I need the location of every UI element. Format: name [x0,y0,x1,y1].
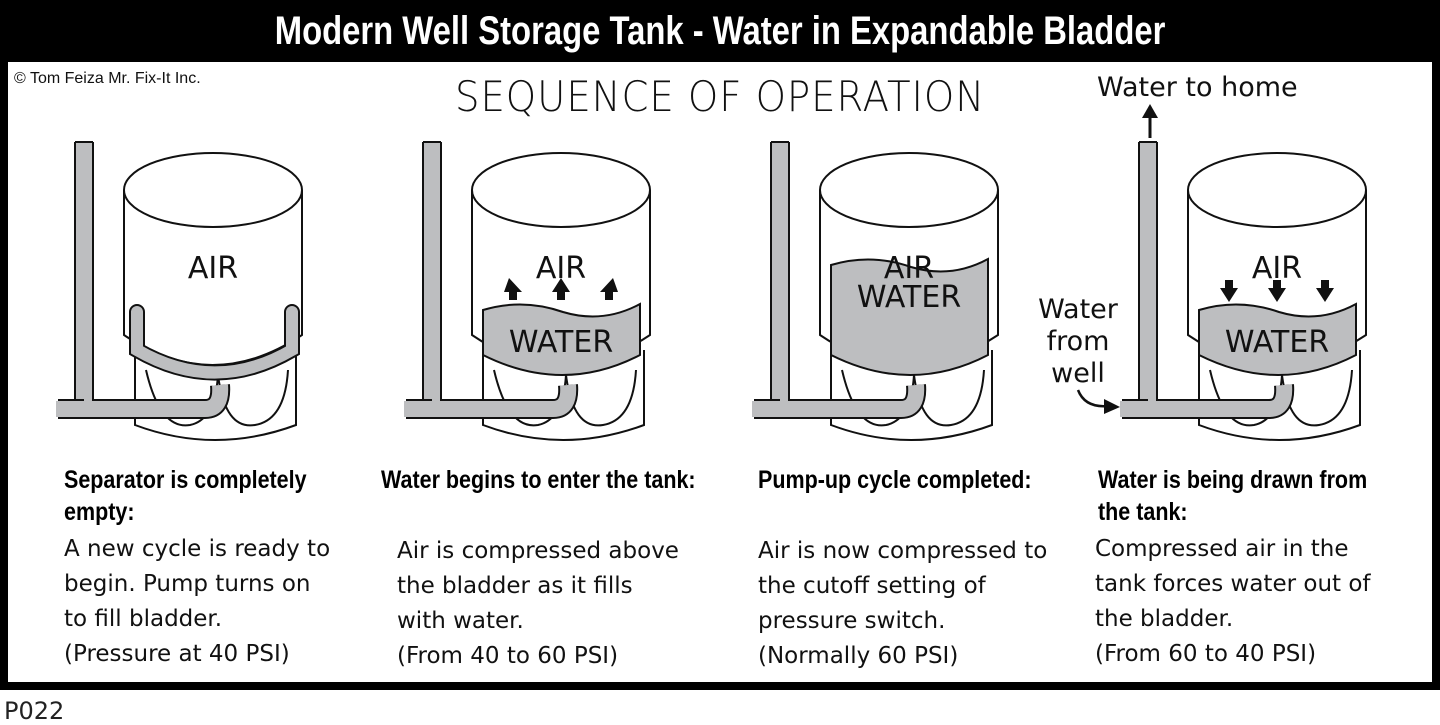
arrow-right-icon [1104,399,1120,414]
label-line: well [1051,358,1105,389]
arrow-up-icon [600,278,618,300]
label-line: from [1046,326,1110,357]
step-heading: Pump-up cycle completed: [758,466,1032,494]
air-label: AIR [188,251,238,286]
arrow-curve-icon [1076,389,1109,408]
diagram-frame [0,0,1440,690]
pipe [76,142,229,417]
title-bar: Modern Well Storage Tank - Water in Expa… [0,0,1440,62]
water-label: WATER [509,325,613,360]
pipe [772,142,925,417]
air-label: AIR [884,251,934,286]
water-from-well-label: Water from well [1038,294,1118,390]
arrow-down-icon [1220,280,1238,302]
label-line: Water [1038,294,1118,325]
water-bladder [1198,302,1357,376]
tank-1: AIR [56,141,303,441]
pipe-cap [423,141,441,143]
arrow-down-icon [1316,280,1334,302]
copyright: © Tom Feiza Mr. Fix-It Inc. [14,70,201,87]
water-label: WATER [1225,325,1329,360]
water-bladder [482,302,641,376]
tank-top [123,152,303,228]
diagram-code: P022 [4,697,65,725]
step-3-caption: Pump-up cycle completed: Air is now comp… [758,464,1088,674]
diagram-title: Modern Well Storage Tank - Water in Expa… [274,9,1166,53]
step-heading: Water begins to enter the tank: [381,466,696,494]
water-bladder [830,257,989,376]
step-2-caption: Water begins to enter the tank: Air is c… [381,464,711,674]
sequence-heading: SEQUENCE OF OPERATION [455,72,986,121]
tank-top [819,152,999,228]
tank-top [471,152,651,228]
pipe-cap [771,141,789,143]
arrow-up-icon [504,278,522,300]
tank-top [1187,152,1367,228]
water-label: WATER [857,280,961,315]
arrow-up-icon [1142,104,1158,118]
empty-bladder [131,306,298,379]
pipe-cap [75,141,93,143]
arrow-up-icon [552,278,570,300]
arrow-down-icon [1268,280,1286,302]
pipe [1140,142,1293,417]
water-to-home-label: Water to home [1097,72,1298,103]
pipe-cap [1139,141,1157,143]
pipe [424,142,577,417]
